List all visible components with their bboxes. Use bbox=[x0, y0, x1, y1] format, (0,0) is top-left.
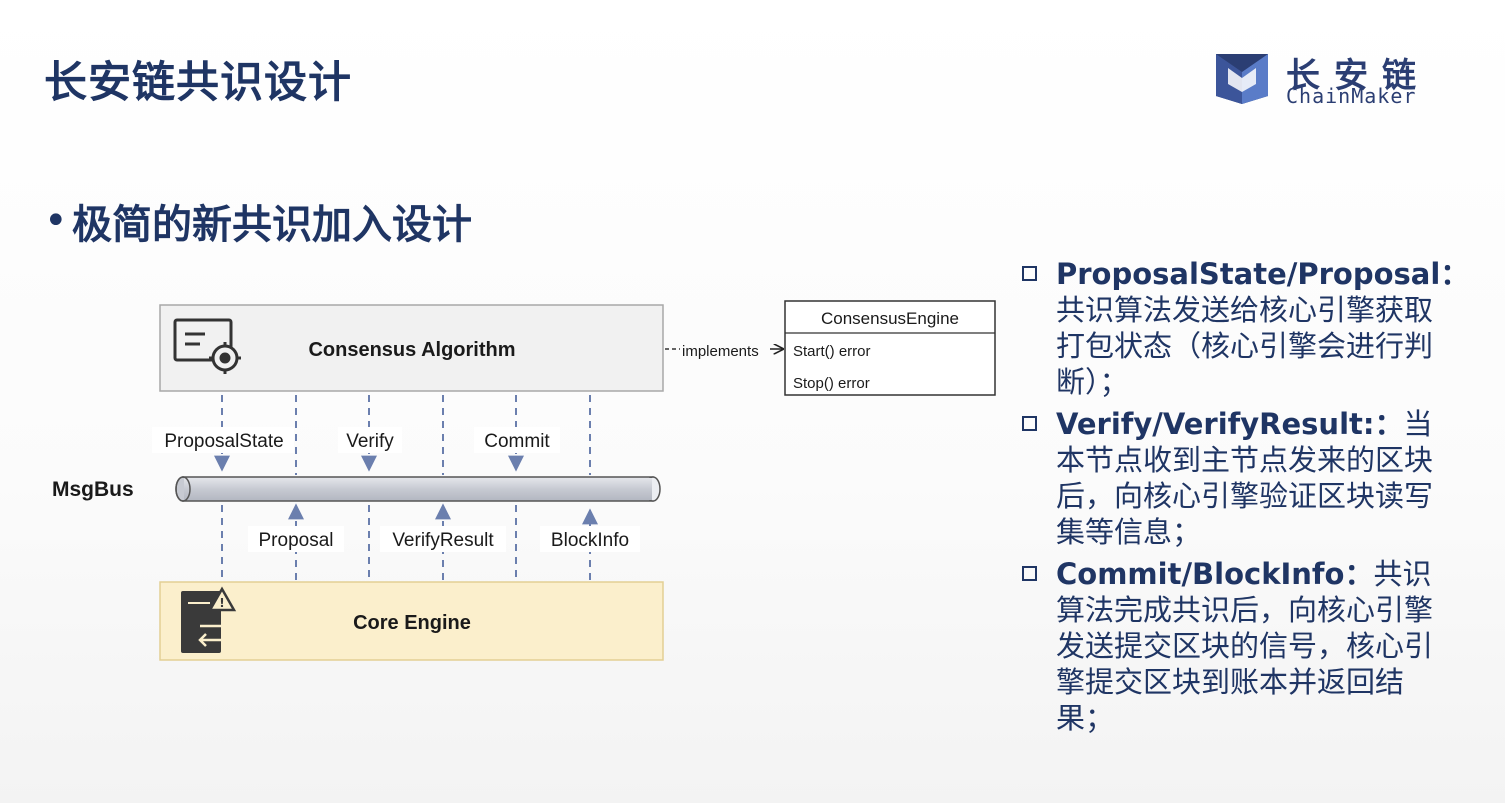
core-engine-server-icon: ! bbox=[181, 586, 237, 653]
server-gear-icon bbox=[173, 318, 241, 374]
consensus-algorithm-label: Consensus Algorithm bbox=[308, 339, 515, 361]
msgbus-tube bbox=[175, 476, 661, 502]
label-blockinfo: BlockInfo bbox=[551, 530, 629, 551]
svg-text:!: ! bbox=[219, 596, 224, 610]
list-item-keyword: ProposalState/Proposal： bbox=[1056, 257, 1470, 291]
consensus-engine-interface-box bbox=[784, 300, 996, 396]
list-item-text: 共识算法完成共识后，向核心引擎发送提交区块的信号，核心引擎提交区块到账本并返回结… bbox=[1056, 557, 1434, 735]
bullet-marker: • bbox=[44, 198, 68, 244]
list-item-text: 当本节点收到主节点发来的区块后，向核心引擎验证区块读写集等信息； bbox=[1056, 407, 1434, 549]
consensus-architecture-diagram: Consensus Algorithm implements Consensus… bbox=[52, 300, 996, 661]
interface-name: ConsensusEngine bbox=[821, 309, 959, 328]
list-item: Verify/VerifyResult:：当本节点收到主节点发来的区块后，向核心… bbox=[1020, 406, 1460, 550]
label-verify: Verify bbox=[346, 431, 394, 452]
message-descriptions-list: ProposalState/Proposal：共识算法发送给核心引擎获取打包状态… bbox=[1020, 256, 1469, 742]
label-verifyresult: VerifyResult bbox=[392, 530, 494, 551]
implements-label: implements bbox=[682, 343, 759, 360]
label-proposal: Proposal bbox=[259, 530, 334, 551]
chainmaker-logo: 长安链 ChainMaker bbox=[1212, 48, 1462, 108]
logo-chinese-text: 长安链 bbox=[1286, 56, 1430, 96]
message-labels: ProposalState Verify Commit Proposal Ver… bbox=[152, 427, 640, 552]
interface-method-stop: Stop() error bbox=[793, 375, 870, 392]
consensus-algorithm-box bbox=[159, 304, 664, 392]
core-engine-label: Core Engine bbox=[353, 612, 471, 634]
label-proposalstate: ProposalState bbox=[164, 431, 283, 452]
list-item: ProposalState/Proposal：共识算法发送给核心引擎获取打包状态… bbox=[1020, 256, 1469, 400]
core-engine-box bbox=[159, 581, 664, 661]
bullet-heading: 极简的新共识加入设计 bbox=[72, 202, 472, 248]
msgbus-label: MsgBus bbox=[52, 478, 134, 501]
list-item: Commit/BlockInfo：共识算法完成共识后，向核心引擎发送提交区块的信… bbox=[1020, 556, 1460, 736]
page-title: 长安链共识设计 bbox=[44, 58, 352, 108]
checkbox-bullet-icon bbox=[1022, 566, 1037, 581]
checkbox-bullet-icon bbox=[1022, 416, 1037, 431]
checkbox-bullet-icon bbox=[1022, 266, 1037, 281]
logo-english-text: ChainMaker bbox=[1286, 84, 1417, 108]
chainmaker-cube-icon bbox=[1216, 54, 1268, 104]
list-item-text: 共识算法发送给核心引擎获取打包状态（核心引擎会进行判断）； bbox=[1056, 293, 1434, 399]
label-commit: Commit bbox=[484, 431, 550, 452]
interface-method-start: Start() error bbox=[793, 343, 871, 360]
list-item-keyword: Commit/BlockInfo： bbox=[1056, 557, 1374, 591]
list-item-keyword: Verify/VerifyResult:： bbox=[1056, 407, 1404, 441]
